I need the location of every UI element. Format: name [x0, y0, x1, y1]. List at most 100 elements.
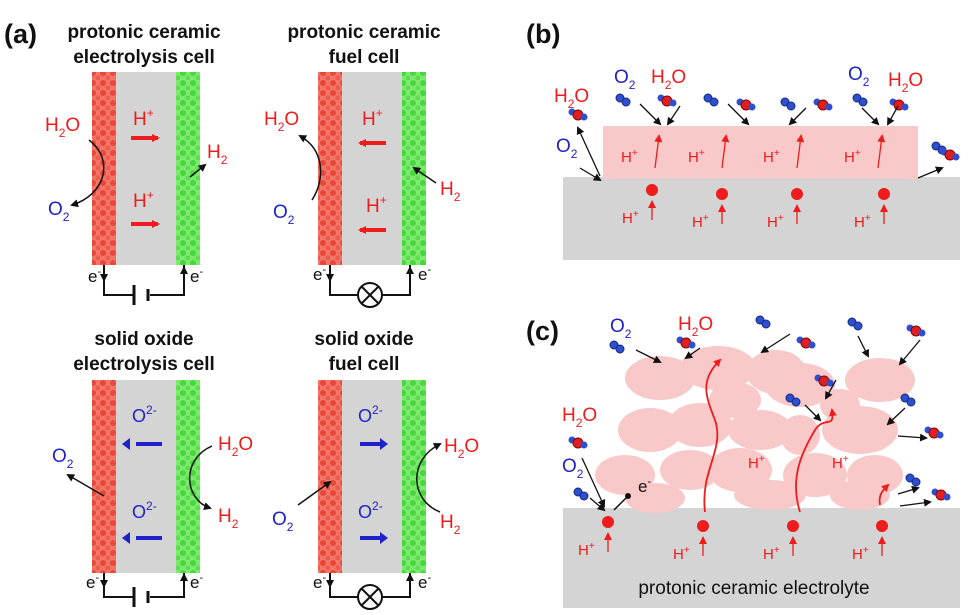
- proton-label: H+: [763, 148, 780, 166]
- reaction-arrow: [857, 335, 869, 358]
- reaction-arrow: [66, 473, 105, 497]
- water-molecule-icon: [814, 374, 834, 387]
- reaction-arrow: [579, 167, 602, 182]
- electrolyte-layer: [342, 380, 402, 573]
- water-label: H2O: [562, 405, 597, 430]
- hydrogen-label: H2: [440, 512, 461, 537]
- reaction-arrow: [897, 485, 920, 495]
- cell-title-line2: fuel cell: [329, 47, 400, 68]
- oxygen-label: O2: [273, 202, 295, 227]
- reaction-arrow: [877, 134, 886, 169]
- oxygen-label: O2: [848, 64, 870, 89]
- oxygen-label: O2: [610, 316, 632, 341]
- electron-line: [613, 497, 627, 511]
- ion-label: H+: [133, 106, 154, 130]
- circuit-wire: [103, 265, 185, 296]
- cathode-electrode: [176, 72, 200, 265]
- cell-sofc: solid oxide fuel cell O2- O2- H2O H2 O2 …: [272, 329, 479, 610]
- oxygen-label: O2: [562, 456, 584, 481]
- oxygen-label: O2: [614, 67, 636, 92]
- cell-title-line1: protonic ceramic: [287, 22, 441, 43]
- proton-label: H+: [763, 545, 780, 563]
- proton-label: H+: [621, 148, 638, 166]
- proton-label: H+: [622, 209, 639, 227]
- panel-c: H+ H+ O2 H2O H2O O2 e- protonic ceramic …: [562, 314, 960, 608]
- water-molecule-icon: [889, 98, 909, 111]
- water-molecule-icon: [568, 108, 588, 121]
- anode-electrode: [318, 72, 342, 265]
- proton-dot: [878, 188, 890, 200]
- electron-label: e-: [86, 572, 99, 592]
- electrolyte-layer: [342, 72, 402, 265]
- cell-pcec: protonic ceramic electrolysis cell H+ H+…: [45, 22, 228, 305]
- proton-group: H+H+H+H+H+H+H+H+: [621, 134, 890, 231]
- proton-label: H+: [767, 213, 784, 231]
- panel-a-label: (a): [4, 19, 37, 49]
- oxygen-molecule-icon: [847, 317, 863, 331]
- electrolyte-label: protonic ceramic electrolyte: [638, 578, 869, 599]
- electrolyte-substrate: [563, 508, 960, 608]
- oxygen-molecule-icon: [905, 473, 921, 487]
- cell-pcfc: protonic ceramic fuel cell H+ H+ H2O O2 …: [264, 22, 461, 308]
- reaction-arrow: [639, 103, 662, 126]
- electron-dot: [625, 493, 631, 499]
- lamp-cross-icon: [361, 588, 379, 606]
- reaction-arrow: [635, 349, 662, 363]
- reaction-arrow: [897, 433, 928, 442]
- reaction-arrow: [887, 105, 899, 126]
- reaction-arrow: [721, 134, 730, 169]
- oxygen-molecule-icon: [703, 93, 719, 107]
- electron-label: e-: [418, 264, 431, 284]
- oxygen-molecule-icon: [785, 393, 801, 407]
- cell-title-line2: electrolysis cell: [73, 354, 215, 375]
- reaction-arrow: [581, 457, 606, 508]
- reaction-arrow: [788, 107, 807, 126]
- water-molecule-icon: [931, 488, 951, 501]
- proton-label: H+: [692, 213, 709, 231]
- water-molecule-icon: [657, 94, 677, 107]
- cell-soec: solid oxide electrolysis cell O2- O2- H2…: [52, 329, 253, 607]
- proton-group: H+H+H+H+: [578, 516, 888, 563]
- oxygen-label: O2: [52, 446, 74, 471]
- reaction-arrow: [189, 163, 207, 178]
- cell-title-line1: protonic ceramic: [67, 22, 221, 43]
- reaction-arrow: [666, 105, 681, 126]
- ion-label: H+: [362, 106, 383, 130]
- proton-dot: [646, 184, 658, 196]
- oxygen-molecule-icon: [852, 93, 868, 107]
- oxygen-label: O2: [556, 136, 578, 161]
- oxygen-molecule-icon: [609, 340, 625, 354]
- cell-title-line1: solid oxide: [314, 329, 413, 350]
- oxygen-label: O2: [272, 509, 294, 534]
- proton-label: H+: [688, 148, 705, 166]
- proton-dot: [716, 188, 728, 200]
- anode-electrode: [318, 380, 342, 573]
- cell-title-line1: solid oxide: [94, 329, 193, 350]
- proton-path: [703, 358, 722, 513]
- ion-label: H+: [366, 193, 387, 217]
- water-label: H2O: [888, 70, 923, 95]
- molecule-group: [568, 315, 951, 512]
- reaction-arrow: [412, 166, 437, 184]
- water-label: H2O: [45, 115, 80, 140]
- water-molecule-icon: [568, 436, 588, 449]
- panel-b-label: (b): [526, 19, 560, 49]
- reaction-arrow: [917, 166, 944, 179]
- proton-label: H+: [844, 148, 861, 166]
- electron-label: e-: [313, 572, 326, 592]
- reaction-arrow: [589, 497, 606, 512]
- electron-label: e-: [418, 572, 431, 592]
- electron-label: e-: [638, 476, 651, 496]
- oxygen-molecule-icon: [615, 93, 631, 107]
- reaction-arrow: [684, 347, 701, 360]
- reaction-arrow: [416, 443, 442, 513]
- proton-dot: [876, 520, 888, 532]
- proton-label: H+: [578, 541, 595, 559]
- cathode-electrode: [176, 380, 200, 573]
- cell-title-line2: fuel cell: [329, 354, 400, 375]
- reaction-arrow: [804, 404, 822, 422]
- thin-film-layer: [603, 126, 918, 179]
- water-molecule-icon: [736, 98, 756, 111]
- reaction-arrow: [298, 135, 322, 201]
